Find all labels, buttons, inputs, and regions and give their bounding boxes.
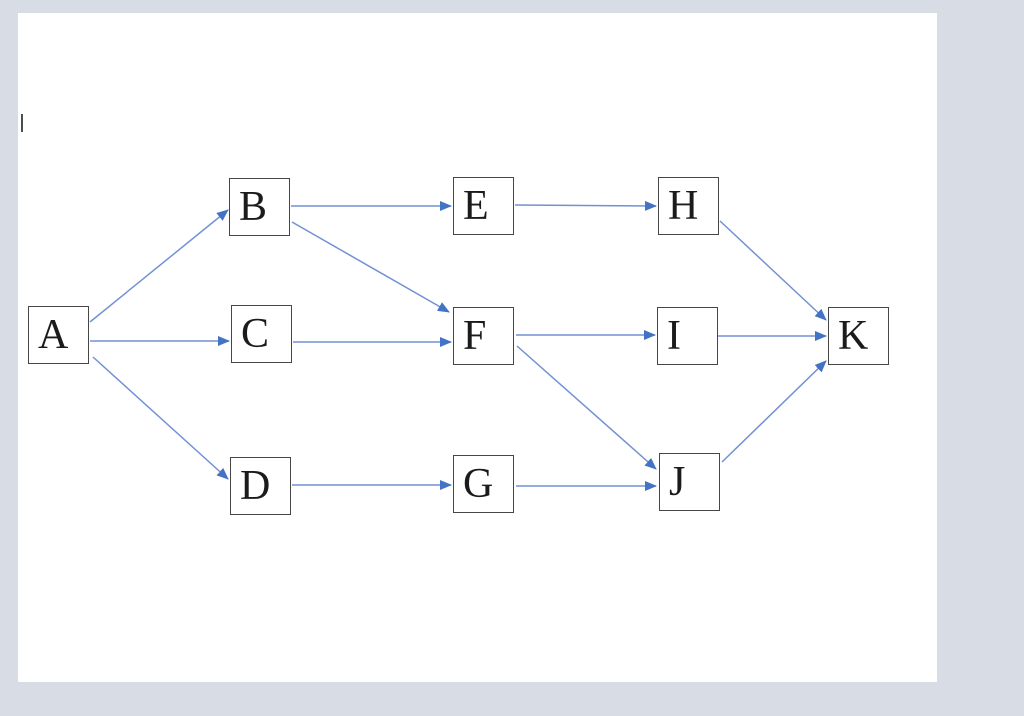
edge-E-H[interactable] [514, 200, 657, 211]
node-C[interactable]: C [231, 305, 292, 363]
node-D[interactable]: D [230, 457, 291, 515]
node-label: E [463, 183, 489, 229]
node-E[interactable]: E [453, 177, 514, 235]
node-B[interactable]: B [229, 178, 290, 236]
node-K[interactable]: K [828, 307, 889, 365]
node-F[interactable]: F [453, 307, 514, 365]
node-A[interactable]: A [28, 306, 89, 364]
edge-H-K[interactable] [719, 220, 827, 321]
edge-A-B[interactable] [89, 209, 229, 323]
node-G[interactable]: G [453, 455, 514, 513]
node-label: H [668, 183, 699, 229]
node-J[interactable]: J [659, 453, 720, 511]
node-H[interactable]: H [658, 177, 719, 235]
node-label: G [463, 461, 494, 507]
text-caret [21, 114, 23, 132]
edge-B-F[interactable] [291, 221, 450, 313]
edge-J-K[interactable] [721, 360, 827, 463]
node-label: B [239, 184, 268, 230]
node-label: J [669, 459, 686, 505]
node-label: D [240, 463, 271, 509]
node-label: K [838, 313, 869, 359]
node-label: F [463, 313, 487, 359]
node-I[interactable]: I [657, 307, 718, 365]
edge-F-J[interactable] [516, 345, 657, 470]
node-label: C [241, 311, 270, 357]
node-label: A [38, 312, 69, 358]
node-label: I [667, 313, 681, 359]
connector-arrows [89, 200, 827, 491]
edge-A-D[interactable] [92, 356, 229, 480]
